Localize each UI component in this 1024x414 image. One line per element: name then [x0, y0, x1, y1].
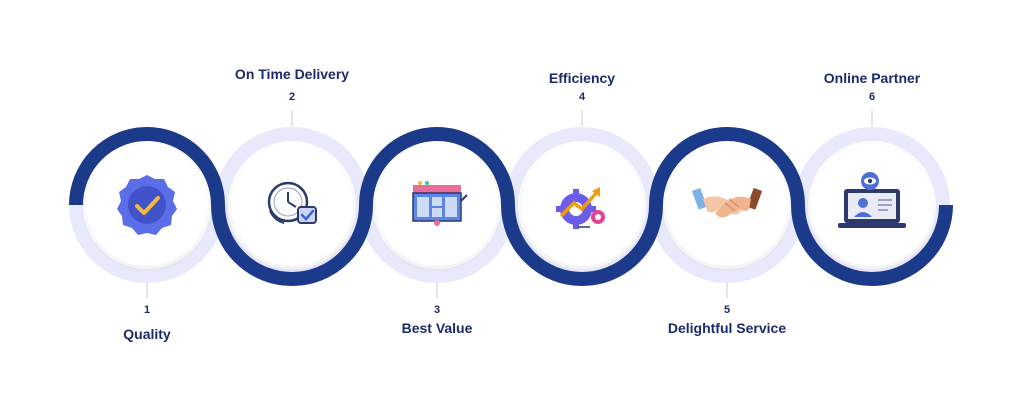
- step-1-number: 1: [143, 304, 151, 316]
- step-1-label: Quality: [123, 326, 171, 342]
- dashboard-icon: [412, 181, 468, 226]
- connector-lines: [146, 110, 873, 298]
- step-5-label: Delightful Service: [667, 320, 787, 336]
- step-3-number: 3: [433, 304, 441, 316]
- gear-growth-icon: [556, 187, 605, 229]
- handshake-icon: [692, 188, 762, 218]
- step-2-label: On Time Delivery: [234, 66, 350, 82]
- laptop-user-icon: [838, 172, 906, 228]
- step-4-number: 4: [578, 91, 586, 103]
- step-4-label: Efficiency: [548, 70, 616, 86]
- step-6-label: Online Partner: [823, 70, 921, 86]
- step-6-number: 6: [868, 91, 876, 103]
- step-2-number: 2: [288, 91, 296, 103]
- step-3-label: Best Value: [401, 320, 473, 336]
- wave-path: [69, 127, 953, 286]
- step-5-number: 5: [723, 304, 731, 316]
- badge-check-icon: [117, 175, 177, 235]
- clock-check-icon: [267, 181, 317, 224]
